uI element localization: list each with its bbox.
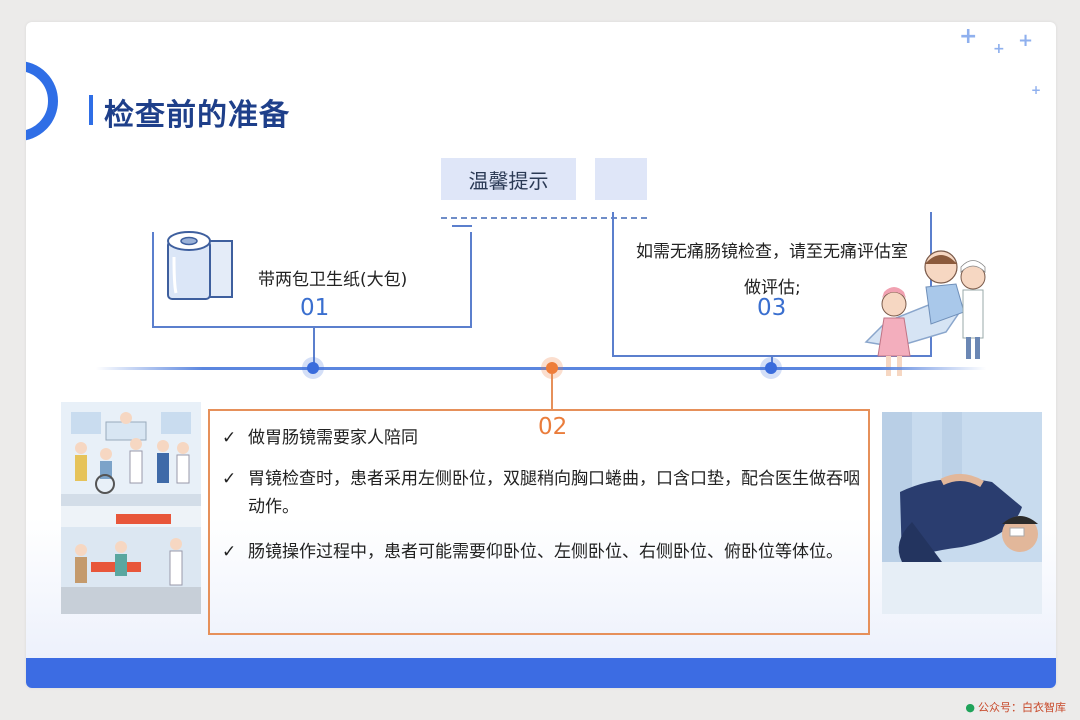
timeline-connector-03 xyxy=(771,355,773,365)
tip-dashed-divider xyxy=(441,217,647,219)
card-03-number: 03 xyxy=(757,295,787,321)
tip-label-box: 温馨提示 xyxy=(441,158,576,200)
plus-sparkle-icon: + xyxy=(993,41,1005,57)
timeline-node-03 xyxy=(765,362,777,374)
card-02-number: 02 xyxy=(538,414,568,440)
slide: 检查前的准备 + + + + 温馨提示 带两包卫生纸(大包) 01 如需无痛肠镜… xyxy=(26,22,1056,688)
watermark: ●公众号：白衣智库 xyxy=(965,699,1066,715)
card-01-text: 带两包卫生纸(大包) xyxy=(258,270,408,290)
card-03-text-line2: 做评估; xyxy=(744,278,801,298)
patient-position-photo xyxy=(882,412,1042,614)
timeline-axis xyxy=(96,367,986,370)
check-icon: ✓ xyxy=(222,469,237,489)
card-02-frame xyxy=(208,409,870,635)
page-title: 检查前的准备 xyxy=(104,98,290,133)
bullet-text-3: 肠镜操作过程中，患者可能需要仰卧位、左侧卧位、右侧卧位、俯卧位等体位。 xyxy=(248,542,843,562)
wechat-icon: ● xyxy=(965,701,975,714)
nurse-and-patient-illustration xyxy=(864,250,986,376)
timeline-node-01 xyxy=(307,362,319,374)
title-accent-bar xyxy=(89,95,93,125)
plus-sparkle-icon: + xyxy=(959,24,978,49)
hospital-illustration xyxy=(61,402,201,614)
timeline-node-02 xyxy=(546,362,558,374)
bullet-item: ✓ 胃镜检查时，患者采用左侧卧位，双腿稍向胸口蜷曲，口含口垫，配合医生做吞咽动作… xyxy=(222,465,862,521)
bullet-text-1: 做胃肠镜需要家人陪同 xyxy=(248,428,418,448)
bullet-item: ✓ 肠镜操作过程中，患者可能需要仰卧位、左侧卧位、右侧卧位、俯卧位等体位。 xyxy=(222,538,862,566)
bullet-text-2: 胃镜检查时，患者采用左侧卧位，双腿稍向胸口蜷曲，口含口垫，配合医生做吞咽动作。 xyxy=(248,469,860,517)
watermark-text: 公众号：白衣智库 xyxy=(978,701,1066,714)
card-03-text-line1: 如需无痛肠镜检查，请至无痛评估室 xyxy=(636,242,908,262)
card-01-frame xyxy=(152,232,472,328)
corner-arc-decoration xyxy=(26,61,58,141)
bottom-accent-bar xyxy=(26,658,1056,688)
tip-label: 温馨提示 xyxy=(468,168,549,193)
check-icon: ✓ xyxy=(222,542,237,562)
plus-sparkle-icon: + xyxy=(1031,83,1042,97)
timeline-connector-02 xyxy=(551,374,553,410)
timeline-connector-01 xyxy=(313,326,315,364)
tissue-roll-icon xyxy=(167,231,233,300)
plus-sparkle-icon: + xyxy=(1018,30,1034,51)
tip-side-box xyxy=(595,158,647,200)
bullet-item: ✓ 做胃肠镜需要家人陪同 xyxy=(222,424,862,452)
check-icon: ✓ xyxy=(222,428,237,448)
card-01-number: 01 xyxy=(300,295,330,321)
card-01-frame-cap xyxy=(452,225,472,227)
